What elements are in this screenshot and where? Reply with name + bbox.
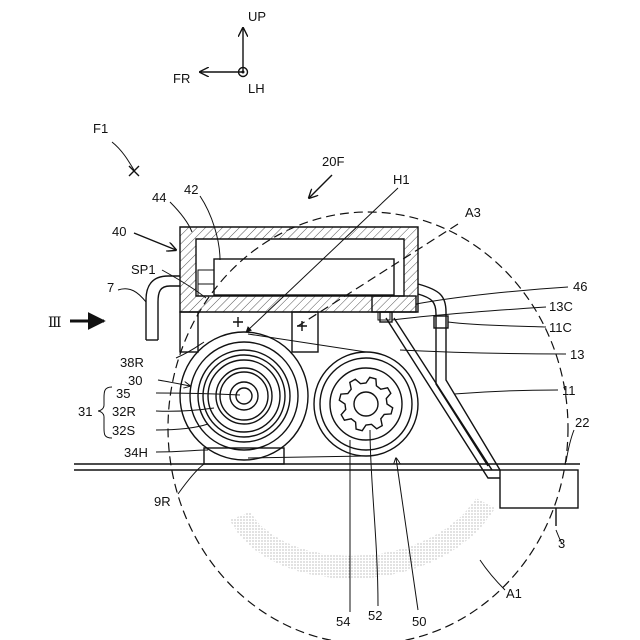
f1-cross-mark — [129, 166, 139, 176]
leader-7 — [118, 289, 146, 302]
leader-13 — [400, 350, 566, 354]
center-mark-left — [233, 317, 243, 327]
leader-a1 — [480, 560, 505, 590]
label-32r: 32R — [112, 404, 136, 419]
arrow-30 — [158, 380, 190, 386]
housing-40 — [180, 227, 418, 352]
gear-52 — [339, 377, 392, 430]
label-20f: 20F — [322, 154, 344, 169]
dotted-arc-band — [230, 498, 495, 579]
housing-left-leg — [180, 312, 198, 352]
f1-reference: F1 — [93, 121, 139, 176]
label-44: 44 — [152, 190, 166, 205]
frame-member-3 — [500, 470, 578, 508]
label-46: 46 — [573, 279, 587, 294]
center-mark-right — [297, 321, 307, 331]
label-9r: 9R — [154, 494, 171, 509]
label-31: 31 — [78, 404, 92, 419]
label-40: 40 — [112, 224, 126, 239]
leader-46 — [416, 287, 568, 304]
label-38r: 38R — [120, 355, 144, 370]
f1-leader — [112, 142, 134, 170]
shaft-35 — [230, 382, 258, 410]
arrow-50 — [396, 458, 418, 610]
label-34h: 34H — [124, 445, 148, 460]
leader-34h — [156, 450, 208, 452]
label-11c: 11C — [549, 320, 572, 335]
pipe-13-outer — [386, 318, 500, 478]
label-7: 7 — [107, 280, 114, 295]
label-54: 54 — [336, 614, 350, 629]
housing-frame-44 — [180, 227, 418, 312]
pump-inner — [330, 368, 402, 440]
label-sp1: SP1 — [131, 262, 156, 277]
label-42: 42 — [184, 182, 198, 197]
label-f1: F1 — [93, 121, 108, 136]
label-13c: 13C — [549, 299, 573, 314]
label-11: 11 — [562, 383, 576, 398]
leader-9r — [178, 464, 204, 494]
motor-outer-38r — [180, 332, 308, 460]
label-50: 50 — [412, 614, 426, 629]
brace-31 — [98, 387, 112, 438]
label-a1: A1 — [506, 586, 522, 601]
orientation-indicator: UP FR LH — [173, 9, 266, 96]
label-up: UP — [248, 9, 266, 24]
pump-casing-54 — [320, 358, 412, 450]
arrow-40 — [134, 233, 176, 250]
motor-ring-1 — [198, 350, 290, 442]
small-block-left — [198, 270, 214, 284]
label-22: 22 — [575, 415, 589, 430]
label-view-iii: Ⅲ — [48, 315, 62, 331]
leader-11 — [454, 390, 558, 394]
label-3: 3 — [558, 536, 565, 551]
shaft-core — [236, 388, 252, 404]
gear-hub — [354, 392, 378, 416]
motor-housing — [190, 342, 298, 450]
pipe-11-inner — [418, 294, 488, 466]
label-32s: 32S — [112, 423, 135, 438]
rotor-32r — [208, 360, 280, 432]
label-52: 52 — [368, 608, 382, 623]
stator-32s-outer — [216, 368, 272, 424]
pump-unit-50 — [314, 352, 418, 456]
label-13: 13 — [570, 347, 584, 362]
belt-upper — [248, 334, 366, 352]
leader-52 — [370, 430, 378, 606]
hose-7-inner — [158, 286, 180, 340]
label-a3: A3 — [465, 205, 481, 220]
lh-dot — [242, 71, 245, 74]
motor-unit-30 — [180, 332, 308, 464]
housing-center-leg — [292, 312, 318, 352]
label-lh: LH — [248, 81, 265, 96]
stator-32s — [220, 372, 268, 420]
label-35: 35 — [116, 386, 130, 401]
leader-11c — [448, 322, 546, 327]
label-h1: H1 — [393, 172, 410, 187]
pipe-11-outer — [418, 284, 500, 470]
label-fr: FR — [173, 71, 190, 86]
arrow-20f — [309, 175, 332, 198]
